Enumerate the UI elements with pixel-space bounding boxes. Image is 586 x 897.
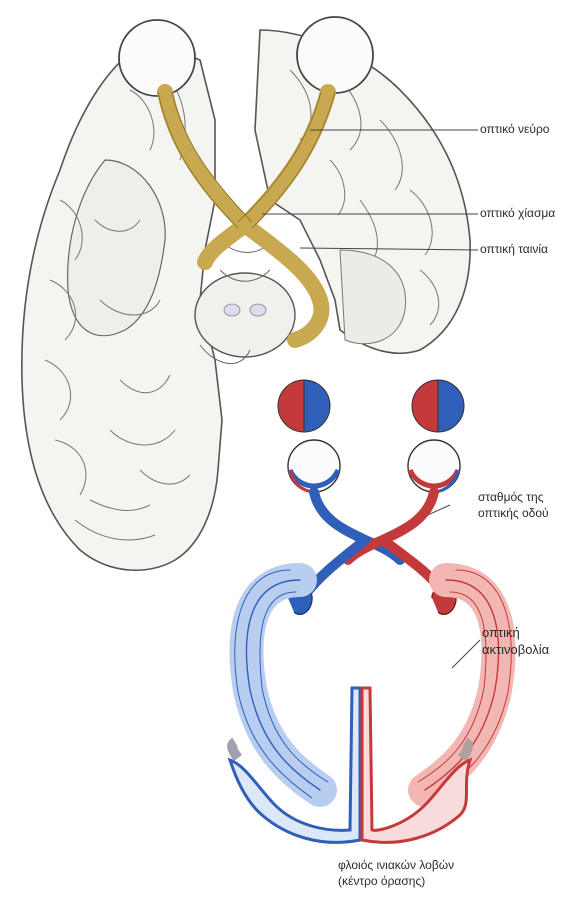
label-optic-nerve: οπτικό νεύρο [480, 122, 549, 136]
label-optic-radiation-1: οπτική [482, 625, 520, 640]
label-optic-chiasm: οπτικό χίασμα [480, 206, 555, 220]
left-visual-field [278, 380, 330, 432]
label-occipital-cortex-1: φλοιός ινιακών λοβών [338, 858, 454, 872]
label-relay-station-1: σταθμός της [478, 490, 544, 504]
left-radiation [235, 570, 328, 798]
left-optic-tract [205, 225, 245, 262]
right-eyeball [297, 17, 373, 93]
eyes-lower [288, 440, 460, 492]
left-eyeball [119, 20, 195, 96]
visual-fields [278, 380, 464, 432]
label-relay-station-2: οπτικής οδού [478, 506, 549, 520]
label-optic-tract: οπτική ταινία [480, 242, 548, 256]
eyes-top [119, 17, 373, 96]
colored-optic-crossing [305, 492, 445, 595]
right-visual-field [412, 380, 464, 432]
label-occipital-cortex-2: (κέντρο όρασης) [338, 874, 425, 888]
brain-ventral-view [22, 30, 470, 570]
label-optic-radiation-2: ακτινοβολία [482, 642, 549, 657]
